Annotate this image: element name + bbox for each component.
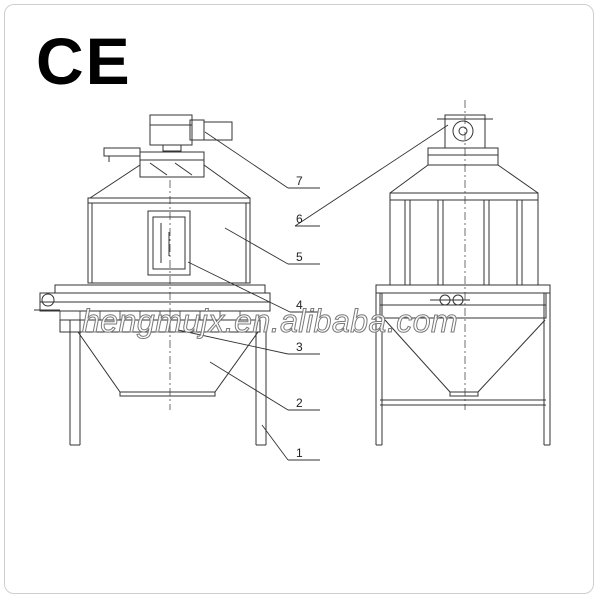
right-front-view xyxy=(375,100,551,446)
leader-lines xyxy=(177,124,449,461)
callout-5: 5 xyxy=(296,250,303,264)
callout-1: 1 xyxy=(296,446,303,460)
ce-certification-mark: CE xyxy=(36,24,132,98)
callout-2: 2 xyxy=(296,396,303,410)
image-frame xyxy=(4,4,594,594)
callout-7: 7 xyxy=(296,174,303,188)
left-side-view xyxy=(34,114,271,446)
cooler-body-front xyxy=(389,192,539,286)
callout-4: 4 xyxy=(296,298,303,312)
callout-6: 6 xyxy=(296,212,303,226)
cooler-body xyxy=(87,197,251,284)
observation-window xyxy=(147,210,191,276)
callout-3: 3 xyxy=(296,340,303,354)
watermark-text: hengmujx.en.alibaba.com xyxy=(82,303,459,340)
rotary-feeder xyxy=(139,151,205,178)
discharge-hopper xyxy=(77,331,121,393)
drive-motor xyxy=(149,114,193,146)
